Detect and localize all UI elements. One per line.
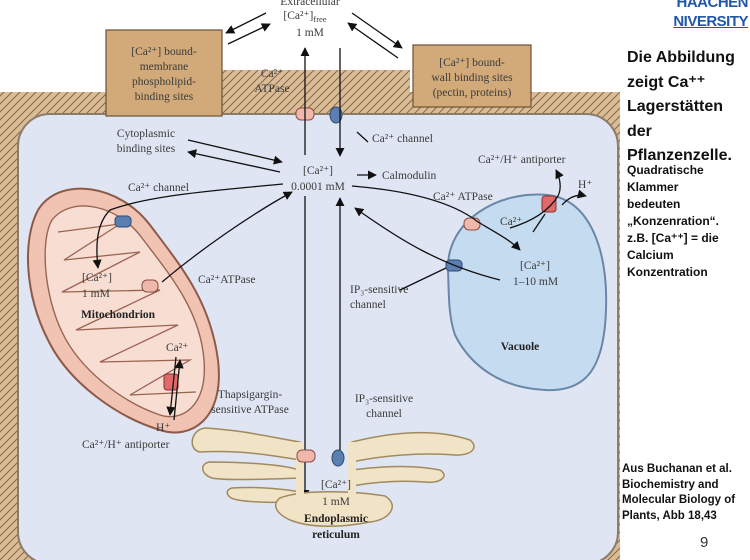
mito-ca2-label: Ca²⁺ (166, 342, 188, 354)
bound-membrane-line-1: [Ca²⁺] bound- (131, 46, 197, 58)
cyto-binding-arrows (187, 139, 283, 173)
calcium-storage-diagram: [Ca²⁺] bound- membrane phospholipid- bin… (0, 0, 620, 560)
page-number: 9 (700, 534, 709, 551)
extracellular-line-2: [Ca²⁺]free (283, 10, 326, 24)
bound-wall-line-2: wall binding sites (431, 72, 513, 84)
mito-ca-channel-icon (114, 215, 132, 228)
endoplasmic-reticulum (191, 427, 475, 527)
bound-membrane-line-4: binding sites (135, 91, 194, 103)
side-note-line: „Konzenration“. (627, 214, 719, 228)
vac-ca-label: [Ca²⁺] (520, 260, 550, 272)
vacuole-label: Vacuole (501, 341, 540, 353)
side-note-line: bedeuten (627, 197, 681, 211)
cyto-binding-label-2: binding sites (117, 143, 176, 155)
bound-wall-box (412, 44, 532, 108)
thapsigargin-label-2: sensitive ATPase (211, 404, 289, 416)
side-title-line: der (627, 122, 652, 140)
source-line: Aus Buchanan et al. (622, 463, 732, 475)
mito-antiporter-icon (163, 373, 179, 391)
bound-membrane-line-3: phospholipid- (132, 76, 196, 88)
er-label-2: reticulum (312, 529, 360, 541)
side-note-line: Konzentration (627, 265, 708, 279)
mitochondrion-label: Mitochondrion (81, 309, 156, 321)
vac-ip3-label-2: channel (350, 299, 386, 311)
side-title-line: zeigt Ca⁺⁺ (627, 73, 706, 91)
vac-ip3-label-1: IP₃-sensitive (350, 284, 408, 296)
side-title-line: Die Abbildung (627, 49, 735, 66)
er-ca-value: 1 mM (322, 496, 350, 508)
side-note-line: Quadratische (627, 163, 704, 177)
vac-ca-atpase-icon (463, 217, 481, 231)
cytosol-ca-label: [Ca²⁺] (303, 165, 333, 177)
vac-h-label: H⁺ (578, 179, 592, 191)
bound-wall-line-1: [Ca²⁺] bound- (439, 57, 505, 69)
logo-line-1: HAACHEN (676, 0, 749, 11)
bound-membrane-line-2: membrane (140, 61, 189, 73)
source-citation: Aus Buchanan et al. Biochemistry and Mol… (622, 462, 750, 524)
side-note-line: z.B. [Ca⁺⁺] = die (627, 231, 719, 245)
exchange-arrows-top (225, 12, 403, 59)
vacuole (445, 193, 608, 392)
bound-wall-line-3: (pectin, proteins) (433, 87, 512, 99)
side-note-line: Calcium (627, 248, 674, 262)
er-ip3-channel-icon (331, 449, 345, 467)
vac-atpase-label: Ca²⁺ ATPase (433, 191, 493, 203)
pm-atpase-label-2: ATPase (254, 83, 289, 95)
er-ip3-label-2: channel (366, 408, 402, 420)
central-arrows (300, 47, 369, 499)
cytosol-ca-value: 0.0001 mM (291, 181, 345, 193)
cyto-binding-label-1: Cytoplasmic (117, 128, 175, 140)
source-line: Molecular Biology of (622, 494, 736, 506)
side-title-line: Lagerstätten (627, 98, 724, 115)
source-line: Biochemistry and (622, 478, 719, 491)
logo-line-2: NIVERSITY (673, 13, 748, 30)
calmodulin-label: Calmodulin (382, 170, 437, 182)
extracellular-line-1: Extracellular (280, 0, 340, 8)
side-title-line: Pflanzenzelle. (627, 147, 732, 164)
side-note-line: Klammer (627, 180, 679, 194)
source-line: Plants, Abb 18,43 (622, 509, 717, 522)
vac-ca-value: 1–10 mM (513, 276, 558, 288)
pm-ca-channel-icon (329, 106, 343, 124)
bound-membrane-box (105, 29, 223, 117)
mito-antiporter-label: Ca²⁺/H⁺ antiporter (82, 439, 170, 451)
side-note: Quadratische Klammer bedeuten „Konzenrat… (627, 162, 749, 281)
er-ca-label: [Ca²⁺] (321, 479, 351, 491)
vac-antiporter-icon (541, 195, 557, 213)
thapsigargin-label-1: Thapsigargin- (218, 389, 282, 401)
mito-atpase-label: Ca²⁺ATPase (198, 274, 255, 286)
er-label-1: Endoplasmic (304, 513, 368, 525)
mito-ca-atpase-icon (141, 279, 159, 293)
mito-ca-value: 1 mM (82, 288, 110, 300)
extracellular-line-3: 1 mM (296, 27, 324, 39)
pm-channel-label: Ca²⁺ channel (372, 133, 433, 145)
mito-arrows (92, 183, 293, 421)
er-thapsigargin-atpase-icon (296, 449, 316, 463)
mito-h-label: H⁺ (156, 422, 170, 434)
vac-ca2-label: Ca²⁺ (500, 216, 522, 228)
side-title: Die Abbildung zeigt Ca⁺⁺ Lagerstätten de… (627, 46, 749, 169)
university-logo: HAACHEN NIVERSITY (660, 0, 750, 40)
mitochondrion (26, 187, 220, 434)
er-ip3-label-1: IP₃-sensitive (355, 393, 413, 405)
mito-ca-label: [Ca²⁺] (82, 272, 112, 284)
vac-antiporter-label: Ca²⁺/H⁺ antiporter (478, 154, 566, 166)
vacuole-arrows (351, 169, 587, 291)
pm-atpase-label-1: Ca²⁺ (261, 68, 283, 80)
mito-channel-label: Ca²⁺ channel (128, 182, 189, 194)
